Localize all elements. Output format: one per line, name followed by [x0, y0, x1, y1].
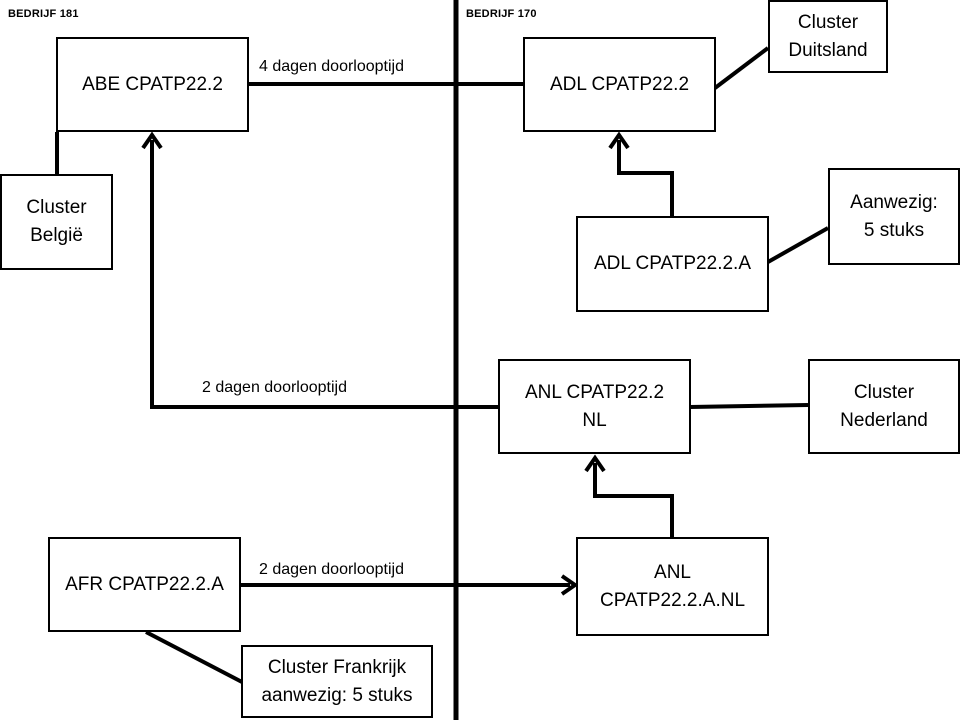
edge-anl-to-abe: [150, 140, 498, 409]
arrowhead-anl: [584, 454, 606, 473]
edge-adl-a-aanwezig: [767, 226, 829, 264]
edge-label-anl-abe: 2 dagen doorlooptijd: [202, 379, 348, 396]
node-aanwezig-label: Aanwezig: 5 stuks: [850, 191, 938, 241]
node-aanwezig: Aanwezig: 5 stuks: [828, 168, 960, 265]
edge-afr-cluster-frankrijk: [145, 630, 243, 684]
edge-anl-a-to-anl: [593, 463, 674, 537]
node-cluster-frankrijk-label: Cluster Frankrijk aanwezig: 5 stuks: [261, 656, 413, 706]
node-abe-label: ABE CPATP22.2: [82, 73, 223, 95]
company-label-left: BEDRIJF 181: [8, 8, 79, 20]
node-cluster-belgie-label: Cluster België: [26, 197, 87, 246]
node-cluster-frankrijk: Cluster Frankrijk aanwezig: 5 stuks: [241, 645, 433, 718]
edge-anl-cluster-nederland: [689, 403, 809, 409]
node-anl-a: ANL CPATP22.2.A.NL: [576, 537, 769, 636]
node-adl-a: ADL CPATP22.2.A: [576, 216, 769, 312]
node-abe: ABE CPATP22.2: [56, 37, 249, 132]
node-cluster-duitsland-label: Cluster Duitsland: [788, 11, 868, 61]
edge-adl-cluster-duitsland: [713, 46, 770, 90]
node-adl-label: ADL CPATP22.2: [549, 73, 690, 95]
node-afr-a-label: AFR CPATP22.2.A: [65, 573, 224, 595]
node-anl-a-label: ANL CPATP22.2.A.NL: [599, 561, 746, 611]
node-cluster-nederland-label: Cluster Nederland: [840, 381, 928, 431]
node-adl-a-label: ADL CPATP22.2.A: [594, 253, 751, 274]
edge-label-abe-adl: 4 dagen doorlooptijd: [259, 58, 405, 75]
arrowhead-adl: [608, 131, 630, 150]
arrowhead-abe: [141, 131, 163, 150]
node-anl: ANL CPATP22.2 NL: [498, 359, 691, 454]
node-adl: ADL CPATP22.2: [523, 37, 716, 132]
node-cluster-belgie: Cluster België: [0, 174, 113, 270]
arrowhead-anl-a: [560, 574, 579, 596]
node-afr-a: AFR CPATP22.2.A: [48, 537, 241, 632]
node-cluster-nederland: Cluster Nederland: [808, 359, 960, 454]
edge-label-afr-anl: 2 dagen doorlooptijd: [259, 561, 405, 578]
node-cluster-duitsland: Cluster Duitsland: [768, 0, 888, 73]
edge-adl-a-to-adl: [617, 140, 674, 216]
node-anl-label: ANL CPATP22.2 NL: [524, 381, 665, 431]
company-label-right: BEDRIJF 170: [466, 8, 537, 20]
